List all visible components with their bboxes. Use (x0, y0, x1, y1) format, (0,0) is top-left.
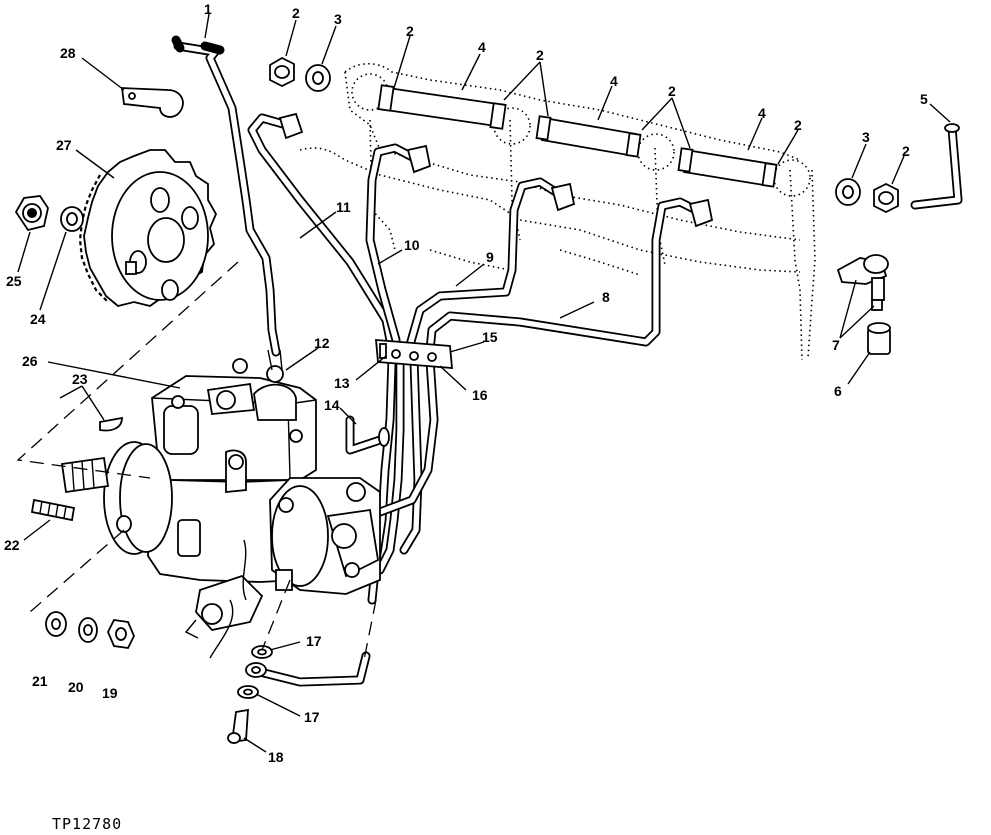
callout-18: 18 (268, 749, 284, 765)
return-hose-elbow (910, 123, 963, 210)
washer-right (835, 178, 861, 206)
leak-off-tube-1 (377, 84, 507, 130)
lock-washer (60, 206, 84, 232)
callout-11: 11 (336, 199, 351, 215)
callout-labels: 1 2 3 2 4 2 4 2 4 2 3 2 5 28 27 25 24 11… (4, 1, 928, 765)
callout-4-tube-3: 4 (758, 105, 766, 121)
callout-16: 16 (472, 387, 488, 403)
callout-4-tube-1: 4 (478, 39, 486, 55)
leak-off-tube-3 (677, 147, 778, 188)
callout-20: 20 (68, 679, 84, 695)
leader-lines (17, 13, 951, 753)
callout-4-tube-2: 4 (610, 73, 618, 89)
callout-2-tube-1: 2 (406, 23, 414, 39)
banjo-elbow-fitting (345, 415, 390, 455)
overflow-line (245, 651, 371, 687)
callout-23: 23 (72, 371, 88, 387)
washer-left (305, 64, 331, 92)
callout-26: 26 (22, 353, 38, 369)
pump-drive-gear (78, 149, 218, 307)
callout-22: 22 (4, 537, 20, 553)
cylinder-head-phantom-outline (299, 62, 816, 361)
callout-14: 14 (324, 397, 340, 413)
callout-8: 8 (602, 289, 610, 305)
callout-13: 13 (334, 375, 350, 391)
callout-2-tube-2-3: 2 (668, 83, 676, 99)
callout-2-nut-right: 2 (902, 143, 910, 159)
gear-retaining-nut (14, 195, 49, 232)
pump-lock-washer (78, 617, 98, 643)
callout-15: 15 (482, 329, 498, 345)
callout-2-tube-3: 2 (794, 117, 802, 133)
callout-2-nut-left: 2 (292, 5, 300, 21)
line-clamp (120, 87, 184, 118)
assembly-guide-lines (16, 261, 377, 661)
banjo-bolt (227, 708, 249, 744)
callout-17-lower: 17 (304, 709, 320, 725)
callout-28: 28 (60, 45, 76, 61)
flat-washer (45, 611, 67, 637)
callout-19: 19 (102, 685, 118, 701)
callout-2-tube-1-2: 2 (536, 47, 544, 63)
callout-3-washer-right: 3 (862, 129, 870, 145)
injection-pump-body (60, 349, 381, 659)
callout-24: 24 (30, 311, 46, 327)
sealing-washer-lower (237, 685, 259, 699)
sealing-washer-upper (251, 645, 273, 659)
callout-10: 10 (404, 237, 420, 253)
callout-3-washer-left: 3 (334, 11, 342, 27)
callout-27: 27 (56, 137, 72, 153)
callout-17-upper: 17 (306, 633, 322, 649)
woodruff-key (99, 416, 123, 432)
leak-off-tube-2 (535, 115, 642, 158)
callout-9: 9 (486, 249, 494, 265)
callout-5: 5 (920, 91, 928, 107)
callout-21: 21 (32, 673, 48, 689)
hex-nut-right (873, 182, 899, 214)
pump-stud (30, 498, 76, 522)
line-separator-clamp (375, 339, 453, 369)
callout-12: 12 (314, 335, 330, 351)
figure-id: TP12780 (52, 815, 122, 833)
leak-off-tubes (269, 56, 963, 214)
bleed-screw-assembly (836, 254, 891, 355)
callout-6: 6 (834, 383, 842, 399)
pump-hex-nut (107, 619, 135, 649)
callout-7: 7 (832, 337, 840, 353)
callout-1: 1 (204, 1, 212, 17)
callout-25: 25 (6, 273, 22, 289)
hex-nut-left (269, 56, 295, 88)
